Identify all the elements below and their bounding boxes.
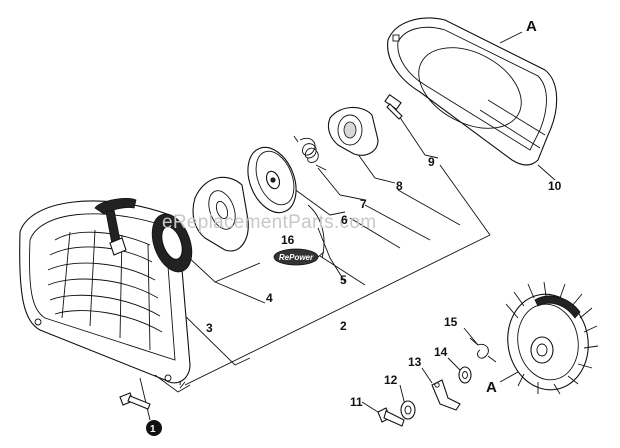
rope-pulley (247, 146, 297, 214)
letter-a-bottom: A (486, 379, 497, 396)
screw-1 (119, 392, 151, 410)
washer-14 (458, 366, 472, 384)
starter-housing (19, 200, 191, 393)
letter-a-top: A (526, 18, 537, 35)
rope-pulley-washer (151, 213, 193, 273)
pawl-spring-15 (469, 337, 497, 363)
callout-3: 3 (206, 321, 213, 335)
callout-5: 5 (340, 273, 347, 287)
washer-12 (400, 400, 416, 420)
callout-7: 7 (360, 197, 367, 211)
callout-13: 13 (408, 355, 422, 369)
spring (293, 135, 327, 171)
callout-12: 12 (384, 373, 398, 387)
callout-11: 11 (350, 395, 363, 409)
watermark: eReplacementParts.com (162, 212, 376, 233)
callout-6: 6 (341, 213, 348, 227)
fan-cover (387, 17, 558, 166)
starter-handle (94, 198, 137, 256)
callout-10: 10 (548, 179, 562, 193)
leader-lines (117, 31, 556, 421)
callout-8: 8 (396, 179, 403, 193)
pawl-13 (431, 379, 461, 411)
callout-1-badge (146, 420, 162, 436)
screw-9 (384, 93, 403, 120)
starter-pawl-hub (327, 106, 379, 156)
repower-decal: RePower (273, 248, 325, 266)
callout-15: 15 (444, 315, 458, 329)
spring-cassette (192, 176, 249, 252)
callout-4: 4 (266, 291, 273, 305)
callout-9: 9 (428, 155, 435, 169)
callout-14: 14 (434, 345, 448, 359)
callout-numbers: 1 2 3 4 5 6 7 8 9 10 11 12 13 14 15 16 (150, 155, 562, 435)
callout-1: 1 (150, 424, 156, 435)
repower-label: RePower (279, 253, 314, 262)
housing-grille (47, 229, 163, 351)
callout-16: 16 (281, 233, 295, 247)
callout-2: 2 (340, 319, 347, 333)
flywheel (505, 281, 599, 395)
bolt-11 (377, 407, 405, 427)
